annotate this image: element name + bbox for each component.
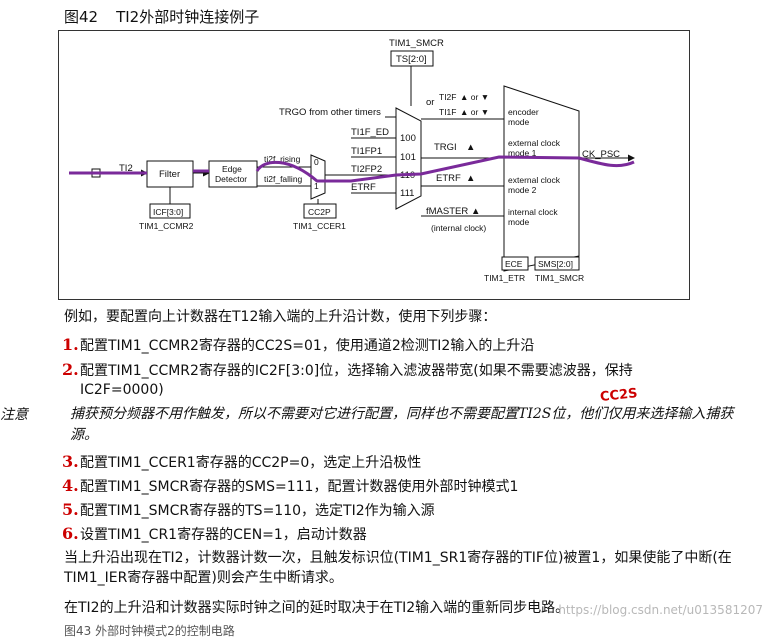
label-ti2f-falling: ti2f_falling (264, 174, 303, 184)
ts-box (390, 50, 434, 67)
label-ts: TS[2:0] (396, 54, 427, 65)
label-edge-1: Edge (222, 164, 242, 174)
label-cc2p: CC2P (308, 207, 331, 217)
step-5: 5.配置TIM1_SMCR寄存器的TS=110，选定TI2作为输入源 (62, 500, 435, 519)
label-ti2f-or: TI2F (439, 92, 456, 102)
edge-detector-box (208, 160, 258, 188)
step-1: 1.配置TIM1_CCMR2寄存器的CC2S=01，使用通道2检测TI2输入的上… (62, 335, 535, 354)
intro-paragraph: 例如，要配置向上计数器在T12输入端的上升沿计数，使用下列步骤： (64, 309, 497, 325)
label-ti1f-ed: TI1F_ED (351, 127, 389, 138)
note-label: 注意 (0, 407, 28, 423)
diagram-svg: TIM1_SMCR TS[2:0] TRGO from other timers… (69, 38, 635, 283)
label-tim1-smcr-bottom: TIM1_SMCR (535, 273, 584, 283)
svg-text:mode: mode (508, 217, 530, 227)
label-trgo: TRGO from other timers (279, 107, 381, 118)
label-ece: ECE (505, 259, 523, 269)
ti1f-edge-icons: ▲ or ▼ (460, 107, 489, 117)
watermark: https://blog.csdn.net/u013581207 (558, 603, 763, 617)
svg-text:encoder: encoder (508, 107, 539, 117)
cc2p-box (303, 203, 337, 219)
figure-caption: TI2外部时钟连接例子 (116, 8, 260, 26)
cc2s-annotation: CC2S (599, 386, 639, 405)
code-100: 100 (400, 133, 416, 144)
label-ti2f-rising: ti2f_rising (264, 154, 301, 164)
paragraph-counting: 当上升沿出现在TI2，计数器计数一次，且触发标识位(TIM1_SR1寄存器的TI… (64, 550, 732, 586)
note-text: 捕获预分频器不用作触发，所以不需要对它进行配置，同样也不需要配置TI2S位，他们… (70, 406, 734, 443)
step-6: 6.设置TIM1_CR1寄存器的CEN=1，启动计数器 (62, 524, 367, 543)
label-trgi: TRGI (434, 142, 457, 153)
ti2f-edge-icons: ▲ or ▼ (460, 92, 489, 102)
icf-box (149, 203, 191, 219)
step-2-cont: IC2F=0000) (80, 382, 164, 398)
svg-text:mode 2: mode 2 (508, 185, 537, 195)
label-edge-2: Detector (215, 174, 247, 184)
trgi-edge-icon: ▲ (466, 142, 475, 153)
block-diagram: TIM1_SMCR TS[2:0] TRGO from other timers… (58, 30, 690, 300)
figure-number: 图42 (64, 8, 99, 26)
mode-mux (503, 85, 580, 272)
paragraph-delay: 在TI2的上升沿和计数器实际时钟之间的延时取决于在TI2输入端的重新同步电路。 (64, 600, 570, 616)
label-ti2fp2: TI2FP2 (351, 164, 382, 175)
cut-off-caption: 图43 外部时钟模式2的控制电路 (64, 624, 235, 638)
label-ti1fp1: TI1FP1 (351, 146, 382, 157)
code-101: 101 (400, 152, 416, 163)
fmaster-edge-icon: ▲ (471, 206, 480, 217)
label-icf: ICF[3:0] (153, 207, 183, 217)
label-tim1-ccer1: TIM1_CCER1 (293, 221, 346, 231)
etrf-edge-icon: ▲ (466, 173, 475, 184)
ece-box (501, 256, 529, 271)
sms-box (534, 256, 580, 271)
svg-text:external clock: external clock (508, 138, 561, 148)
label-ti2: TI2 (119, 163, 133, 174)
label-tim1-etr: TIM1_ETR (484, 273, 525, 283)
label-mux1: 1 (314, 181, 319, 191)
polarity-mux (310, 154, 326, 200)
label-mux0: 0 (314, 157, 319, 167)
label-etrf-in: ETRF (351, 182, 376, 193)
label-fmaster: fMASTER (426, 206, 468, 217)
label-sms: SMS[2:0] (538, 259, 573, 269)
label-internal-clock: (internal clock) (431, 223, 486, 233)
svg-text:mode: mode (508, 117, 530, 127)
label-or: or (426, 97, 434, 108)
label-ti1f-or: TI1F (439, 107, 456, 117)
step-3: 3.配置TIM1_CCER1寄存器的CC2P=0，选定上升沿极性 (62, 452, 422, 471)
svg-text:internal clock: internal clock (508, 207, 558, 217)
signal-highlight (69, 155, 635, 183)
label-etrf: ETRF (436, 173, 461, 184)
label-ck-psc: CK_PSC (582, 149, 620, 160)
svg-text:mode 1: mode 1 (508, 148, 537, 158)
label-tim1-smcr-top: TIM1_SMCR (389, 38, 444, 49)
label-filter: Filter (159, 169, 180, 180)
figure-title: 图42 TI2外部时钟连接例子 (64, 6, 259, 27)
step-4: 4.配置TIM1_SMCR寄存器的SMS=111，配置计数器使用外部时钟模式1 (62, 476, 519, 495)
svg-text:external clock: external clock (508, 175, 561, 185)
code-111: 111 (400, 188, 414, 199)
step-2: 2.配置TIM1_CCMR2寄存器的IC2F[3:0]位，选择输入滤波器带宽(如… (62, 360, 633, 379)
label-tim1-ccmr2: TIM1_CCMR2 (139, 221, 194, 231)
